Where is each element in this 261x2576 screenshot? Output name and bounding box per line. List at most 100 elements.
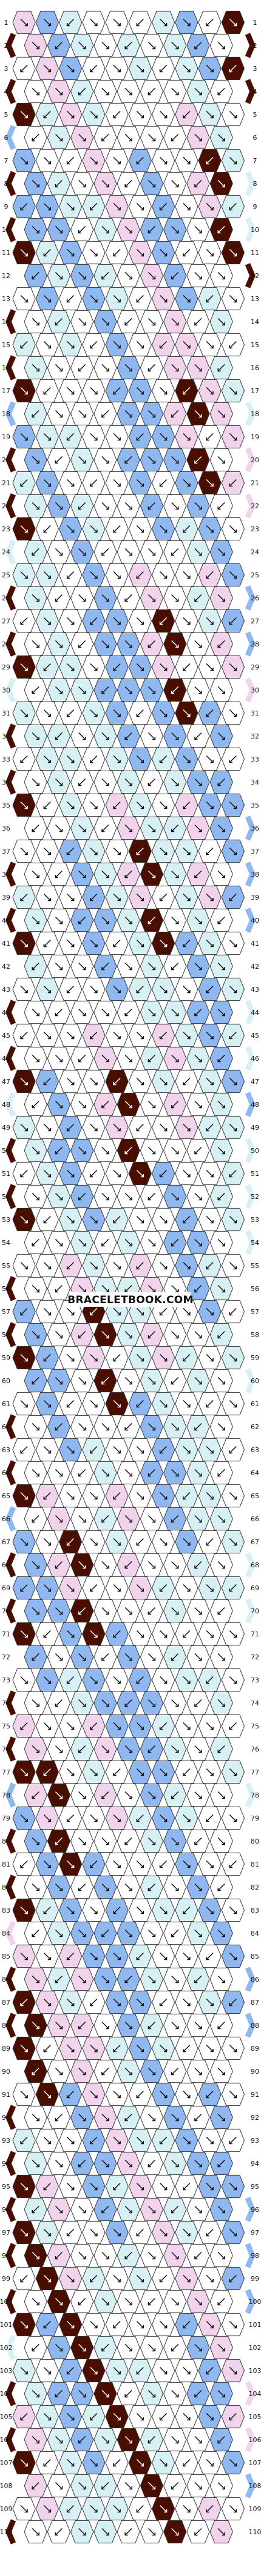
- knot-arrow: [206, 1123, 214, 1132]
- knot-arrow: [43, 1353, 51, 1362]
- row-number-left: 35: [2, 802, 10, 809]
- knot-arrow: [229, 110, 237, 119]
- edge-strand-left: [5, 309, 16, 334]
- knot-arrow: [206, 801, 214, 809]
- knot-arrow: [206, 64, 214, 73]
- knot-arrow: [20, 1031, 28, 1040]
- knot-arrow: [183, 479, 191, 487]
- knot-arrow: [206, 1998, 214, 2007]
- knot-arrow: [101, 2021, 109, 2030]
- knot-arrow: [217, 916, 225, 925]
- knot-arrow: [124, 2435, 132, 2444]
- knot-arrow: [78, 1561, 86, 1569]
- knot-arrow: [67, 1353, 75, 1362]
- knot-arrow: [78, 686, 86, 694]
- row-number-right: 93: [251, 2137, 259, 2145]
- knot-arrow: [32, 1192, 39, 1201]
- knot-arrow: [113, 387, 121, 395]
- knot-arrow: [43, 1768, 51, 1776]
- row-number-left: 36: [2, 825, 10, 832]
- knot-arrow: [90, 985, 98, 994]
- knot-arrow: [183, 2274, 191, 2283]
- edge-strand-left: [5, 125, 16, 150]
- row-number-left: 53: [2, 1216, 10, 1224]
- knot-arrow: [194, 456, 202, 464]
- knot-arrow: [217, 1376, 225, 1385]
- knot-arrow: [136, 1307, 144, 1316]
- edge-strand-left: [5, 2151, 16, 2176]
- knot-arrow: [101, 2113, 109, 2122]
- knot-arrow: [55, 1146, 63, 1155]
- knot-arrow: [194, 732, 202, 740]
- row-number-left: 30: [2, 686, 10, 694]
- knot-arrow: [55, 363, 63, 372]
- knot-arrow: [194, 686, 202, 694]
- row-number-left: 16: [2, 364, 10, 372]
- knot-arrow: [136, 1952, 144, 1960]
- knot-arrow: [67, 893, 75, 901]
- row-number-left: 110: [0, 2528, 13, 2536]
- knot-arrow: [217, 2113, 225, 2122]
- knot-arrow: [67, 1031, 75, 1040]
- knot-arrow: [206, 1492, 214, 1500]
- knot-arrow: [55, 1975, 63, 1983]
- edge-strand-left: [5, 1552, 16, 1578]
- knot-arrow: [160, 1538, 168, 1546]
- edge-strand-right: [245, 677, 256, 703]
- knot-arrow: [67, 1215, 75, 1224]
- knot-arrow: [160, 571, 168, 579]
- edge-strand-left: [5, 815, 16, 841]
- knot-arrow: [78, 870, 86, 878]
- knot-arrow: [229, 1860, 237, 1868]
- knot-arrow: [217, 1146, 225, 1155]
- edge-strand-left: [5, 447, 16, 473]
- knot-arrow: [113, 1676, 121, 1684]
- knot-arrow: [90, 663, 98, 671]
- knot-arrow: [43, 1676, 52, 1684]
- row-number-right: 22: [251, 502, 259, 510]
- knot-arrow: [136, 2274, 144, 2283]
- knot-arrow: [171, 1192, 179, 1201]
- row-number-right: 91: [251, 2091, 259, 2099]
- knot-arrow: [229, 2182, 237, 2191]
- knot-arrow: [160, 2366, 168, 2375]
- knot-arrow: [20, 847, 28, 855]
- knot-arrow: [66, 433, 75, 441]
- knot-arrow: [78, 2343, 86, 2352]
- knot-arrow: [20, 1307, 28, 1316]
- knot-arrow: [113, 433, 121, 441]
- knot-arrow: [136, 617, 144, 625]
- knot-arrow: [229, 1399, 237, 1408]
- knot-arrow: [206, 1952, 214, 1960]
- knot-arrow: [67, 202, 75, 211]
- knot-arrow: [206, 1584, 214, 1592]
- knot-arrow: [124, 2159, 132, 2168]
- knot-arrow: [160, 2090, 168, 2099]
- row-number-right: 62: [251, 1423, 259, 1431]
- knot-arrow: [113, 156, 121, 165]
- knot-arrow: [171, 1238, 179, 1247]
- knot-arrow: [55, 1422, 63, 1431]
- watermark-backdrop: [70, 1292, 191, 1307]
- knot-arrow: [194, 1975, 202, 1983]
- row-number-right: 24: [251, 548, 259, 556]
- knot-arrow: [160, 1814, 168, 1822]
- knot-arrow: [229, 847, 237, 855]
- row-number-right: 25: [251, 571, 259, 579]
- knot-arrow: [229, 939, 237, 948]
- row-number-right: 85: [251, 1953, 259, 1960]
- knot-arrow: [171, 133, 179, 142]
- row-number-right: 53: [251, 1216, 259, 1224]
- row-number-left: 66: [2, 1515, 10, 1523]
- knot-arrow: [124, 2297, 132, 2306]
- knot-arrow: [20, 709, 28, 717]
- edge-strand-right: [245, 1874, 256, 1900]
- knot-arrow: [43, 1722, 52, 1730]
- knot-arrow: [206, 571, 214, 579]
- knot-arrow: [78, 363, 86, 372]
- knot-arrow: [136, 2320, 144, 2329]
- knot-arrow: [229, 1814, 237, 1822]
- knot-arrow: [20, 571, 28, 579]
- knot-arrow: [43, 110, 51, 119]
- knot-arrow: [101, 1561, 109, 1569]
